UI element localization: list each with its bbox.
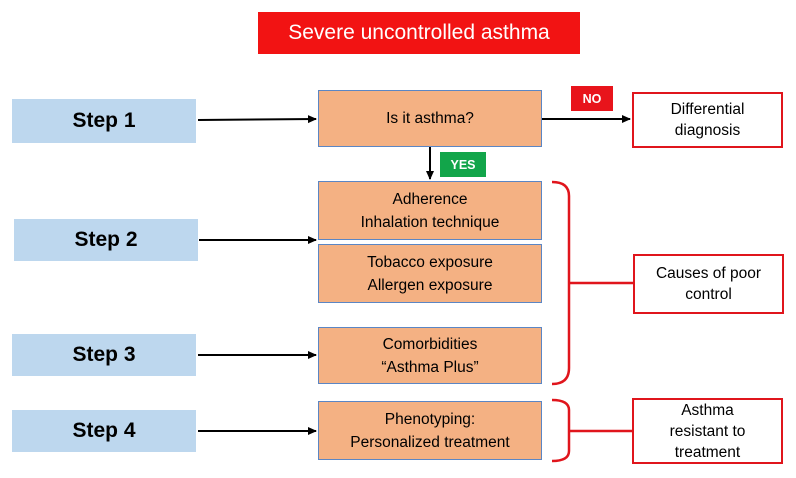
diagram-title: Severe uncontrolled asthma bbox=[258, 12, 580, 54]
node-exposure: Tobacco exposure Allergen exposure bbox=[318, 244, 542, 303]
node-comorbidities: Comorbidities “Asthma Plus” bbox=[318, 327, 542, 384]
node-line: Is it asthma? bbox=[386, 110, 474, 127]
step-2-box: Step 2 bbox=[14, 219, 198, 261]
outcome-asthma-resistant: Asthma resistant to treatment bbox=[632, 398, 783, 464]
outcome-causes-of-poor-control: Causes of poor control bbox=[633, 254, 784, 314]
node-line: Tobacco exposure bbox=[367, 253, 493, 271]
step-3-box: Step 3 bbox=[12, 334, 196, 376]
yes-tag: YES bbox=[440, 152, 486, 177]
node-line: Adherence bbox=[392, 190, 468, 208]
node-line: “Asthma Plus” bbox=[381, 358, 479, 376]
outcome-line: Differential bbox=[670, 101, 745, 118]
no-tag: NO bbox=[571, 86, 613, 111]
outcome-line: control bbox=[685, 286, 732, 303]
bracket-resistant bbox=[551, 398, 571, 463]
node-line: Allergen exposure bbox=[367, 276, 493, 294]
step-4-box: Step 4 bbox=[12, 410, 196, 452]
arrow-step1-to-is-asthma bbox=[197, 115, 317, 124]
outcome-line: treatment bbox=[674, 443, 741, 461]
outcome-line: resistant to bbox=[669, 422, 746, 440]
node-phenotyping: Phenotyping: Personalized treatment bbox=[318, 401, 542, 460]
node-line: Inhalation technique bbox=[360, 213, 500, 231]
node-adherence: Adherence Inhalation technique bbox=[318, 181, 542, 240]
bracket-poor-control bbox=[551, 180, 571, 386]
node-line: Comorbidities bbox=[382, 335, 478, 353]
node-is-it-asthma: Is it asthma? bbox=[318, 90, 542, 147]
outcome-differential-diagnosis: Differential diagnosis bbox=[632, 92, 783, 148]
node-line: Personalized treatment bbox=[350, 433, 510, 451]
outcome-line: diagnosis bbox=[674, 122, 741, 139]
node-line: Phenotyping: bbox=[384, 410, 476, 428]
step-1-box: Step 1 bbox=[12, 99, 196, 143]
outcome-line: Causes of poor bbox=[655, 265, 762, 282]
outcome-line: Asthma bbox=[681, 401, 734, 419]
